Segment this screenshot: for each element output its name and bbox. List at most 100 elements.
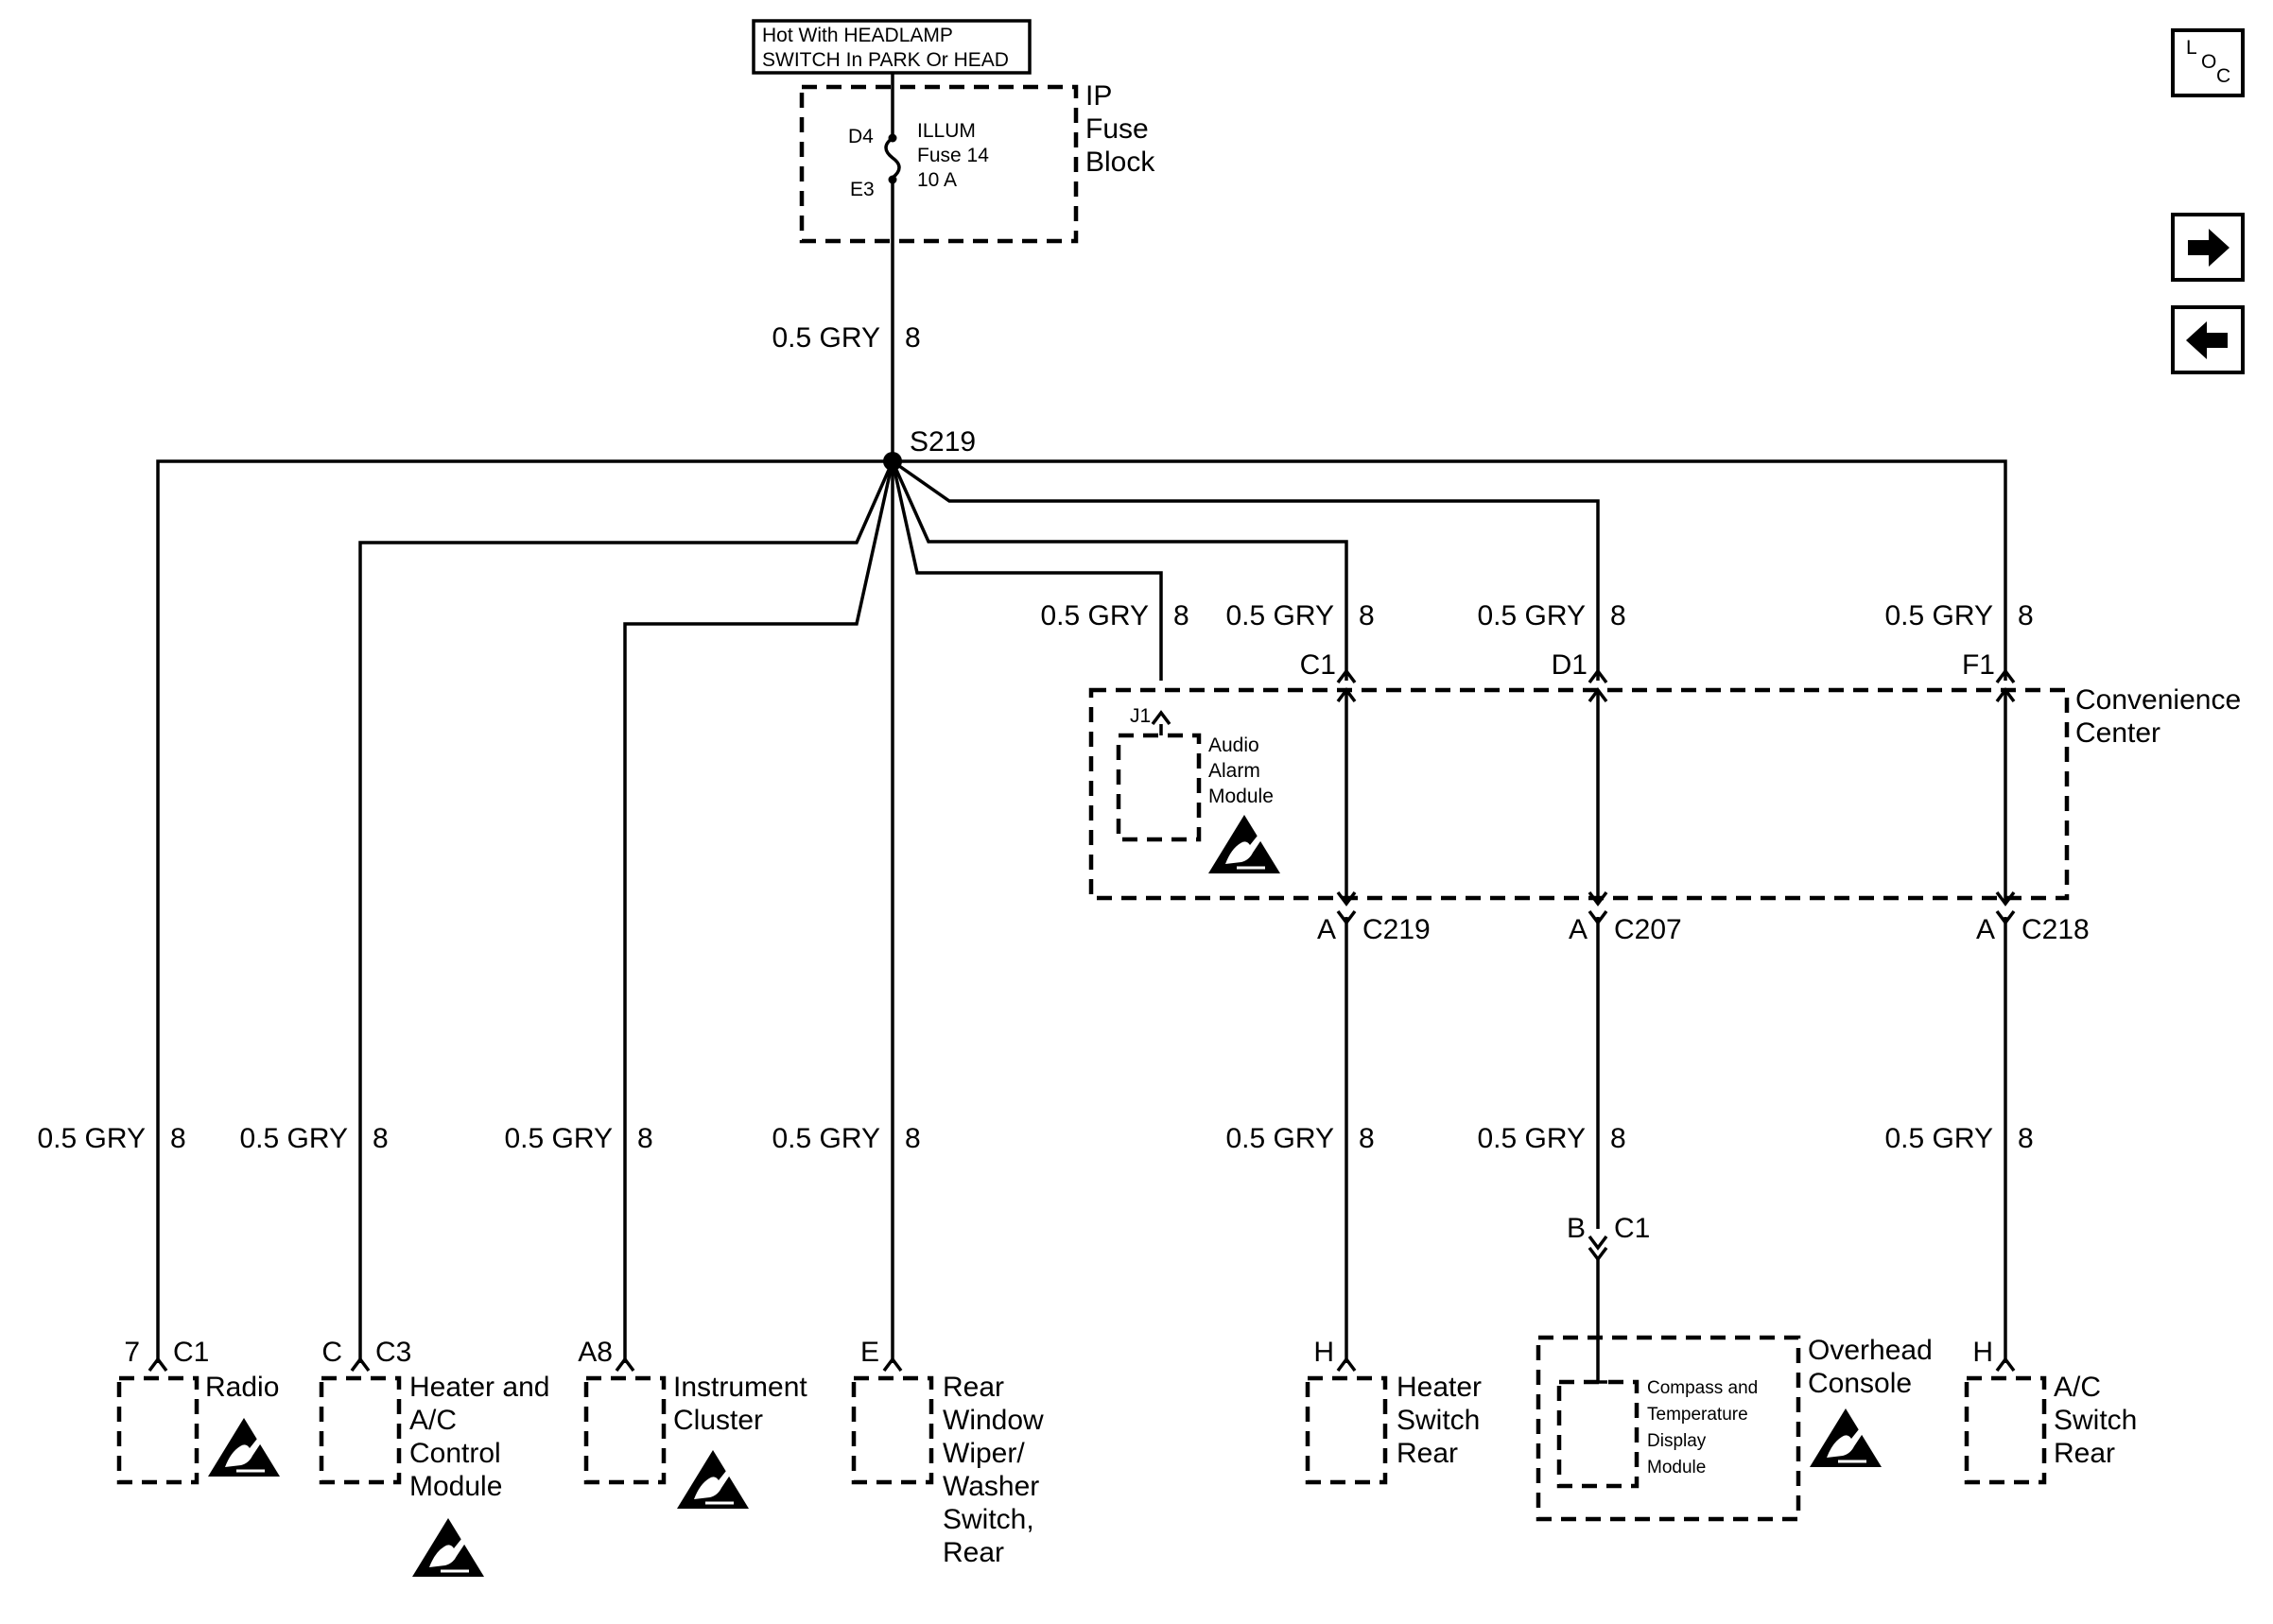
ip-fuse-block: IP Fuse Block bbox=[799, 80, 1155, 244]
location-button[interactable]: L O C bbox=[2171, 28, 2245, 97]
wire-label-overhead: 0.5 GRY 8 bbox=[1477, 1123, 1625, 1154]
svg-text:Fuse 14: Fuse 14 bbox=[917, 145, 989, 166]
svg-text:8: 8 bbox=[373, 1123, 389, 1154]
svg-text:SWITCH In PARK Or HEAD: SWITCH In PARK Or HEAD bbox=[762, 49, 1009, 71]
svg-text:8: 8 bbox=[1610, 600, 1626, 631]
svg-text:Rear: Rear bbox=[943, 1537, 1004, 1568]
svg-text:Convenience: Convenience bbox=[2075, 684, 2241, 716]
svg-text:A: A bbox=[1317, 914, 1336, 945]
svg-text:Rear: Rear bbox=[1397, 1438, 1458, 1469]
svg-text:0.5 GRY: 0.5 GRY bbox=[1225, 600, 1334, 631]
svg-text:Module: Module bbox=[409, 1471, 502, 1502]
esd-icon bbox=[410, 1516, 486, 1579]
wire-label-d1: 0.5 GRY 8 bbox=[1477, 600, 1625, 631]
svg-text:A8: A8 bbox=[578, 1337, 613, 1368]
svg-text:8: 8 bbox=[1173, 600, 1189, 631]
svg-text:8: 8 bbox=[905, 1123, 921, 1154]
svg-text:0.5 GRY: 0.5 GRY bbox=[504, 1123, 613, 1154]
svg-text:Heater: Heater bbox=[1397, 1372, 1482, 1403]
svg-text:8: 8 bbox=[905, 322, 921, 354]
svg-text:C218: C218 bbox=[2021, 914, 2090, 945]
svg-text:8: 8 bbox=[1359, 600, 1375, 631]
svg-text:8: 8 bbox=[2018, 600, 2034, 631]
esd-icon bbox=[1206, 813, 1282, 875]
svg-text:IP: IP bbox=[1085, 80, 1112, 112]
right-arrow-icon bbox=[2188, 229, 2230, 267]
svg-text:Rear: Rear bbox=[2054, 1438, 2115, 1469]
svg-text:C1: C1 bbox=[1614, 1213, 1650, 1244]
svg-text:H: H bbox=[1313, 1337, 1334, 1368]
heater-switch-rear: H Heater Switch Rear bbox=[1305, 1337, 1482, 1485]
forward-button[interactable] bbox=[2171, 213, 2245, 282]
svg-text:L: L bbox=[2186, 37, 2197, 59]
illum-fuse: D4 E3 ILLUM Fuse 14 10 A bbox=[848, 73, 989, 200]
svg-text:Console: Console bbox=[1808, 1368, 1912, 1399]
power-source-label: Hot With HEADLAMP SWITCH In PARK Or HEAD bbox=[752, 19, 1032, 75]
radio-component: 7 C1 Radio bbox=[116, 1337, 282, 1485]
svg-text:8: 8 bbox=[170, 1123, 186, 1154]
svg-text:Compass and: Compass and bbox=[1647, 1378, 1758, 1398]
splice-branches bbox=[156, 459, 2007, 1363]
svg-text:A: A bbox=[1976, 914, 1995, 945]
left-arrow-icon bbox=[2186, 321, 2228, 359]
svg-text:0.5 GRY: 0.5 GRY bbox=[37, 1123, 146, 1154]
compass-temperature-module: Compass and Temperature Display Module bbox=[1556, 1378, 1758, 1489]
convenience-passthrough-c1: C1 A C219 bbox=[1300, 649, 1431, 945]
svg-text:Temperature: Temperature bbox=[1647, 1405, 1748, 1425]
wire-label-cluster: 0.5 GRY 8 bbox=[504, 1123, 652, 1154]
svg-text:0.5 GRY: 0.5 GRY bbox=[1884, 600, 1993, 631]
svg-text:D4: D4 bbox=[848, 126, 874, 147]
wire-label-heater: 0.5 GRY 8 bbox=[1225, 1123, 1374, 1154]
wire-label-hvac: 0.5 GRY 8 bbox=[239, 1123, 388, 1154]
svg-text:8: 8 bbox=[1359, 1123, 1375, 1154]
svg-text:Heater and: Heater and bbox=[409, 1372, 549, 1403]
svg-text:C219: C219 bbox=[1362, 914, 1431, 945]
svg-text:Rear: Rear bbox=[943, 1372, 1004, 1403]
wire-label-radio: 0.5 GRY 8 bbox=[37, 1123, 185, 1154]
svg-text:Alarm: Alarm bbox=[1208, 760, 1260, 782]
svg-text:A: A bbox=[1569, 914, 1588, 945]
svg-text:S219: S219 bbox=[910, 426, 976, 458]
svg-text:Module: Module bbox=[1208, 786, 1274, 807]
svg-text:0.5 GRY: 0.5 GRY bbox=[239, 1123, 348, 1154]
svg-text:Block: Block bbox=[1085, 147, 1155, 178]
svg-text:Module: Module bbox=[1647, 1458, 1706, 1477]
rear-wiper-switch: E Rear Window Wiper/ Washer Switch, Rear bbox=[851, 1337, 1044, 1568]
svg-text:0.5 GRY: 0.5 GRY bbox=[1477, 1123, 1586, 1154]
svg-text:8: 8 bbox=[1610, 1123, 1626, 1154]
overhead-connector-c1: B C1 bbox=[1567, 1213, 1650, 1382]
svg-text:0.5 GRY: 0.5 GRY bbox=[1884, 1123, 1993, 1154]
ac-switch-rear: H A/C Switch Rear bbox=[1964, 1337, 2137, 1485]
svg-text:0.5 GRY: 0.5 GRY bbox=[772, 1123, 880, 1154]
svg-text:8: 8 bbox=[637, 1123, 653, 1154]
instrument-cluster: A8 Instrument Cluster bbox=[578, 1337, 807, 1511]
wire-label-wiper: 0.5 GRY 8 bbox=[772, 1123, 920, 1154]
svg-text:Control: Control bbox=[409, 1438, 501, 1469]
svg-text:0.5 GRY: 0.5 GRY bbox=[1477, 600, 1586, 631]
convenience-passthrough-f1: F1 A C218 bbox=[1962, 649, 2090, 945]
audio-alarm-module: J1 Audio Alarm Module bbox=[1116, 705, 1282, 875]
hvac-control-module: C C3 Heater and A/C Control Module bbox=[319, 1337, 549, 1579]
svg-text:Audio: Audio bbox=[1208, 734, 1259, 756]
back-button[interactable] bbox=[2171, 305, 2245, 374]
svg-text:C1: C1 bbox=[173, 1337, 209, 1368]
svg-text:C3: C3 bbox=[375, 1337, 411, 1368]
svg-text:C: C bbox=[2216, 65, 2230, 87]
svg-text:Fuse: Fuse bbox=[1085, 113, 1149, 145]
svg-text:Instrument: Instrument bbox=[673, 1372, 807, 1403]
svg-text:0.5 GRY: 0.5 GRY bbox=[772, 322, 880, 354]
svg-text:Cluster: Cluster bbox=[673, 1405, 763, 1436]
svg-text:0.5 GRY: 0.5 GRY bbox=[1040, 600, 1149, 631]
svg-text:Washer: Washer bbox=[943, 1471, 1039, 1502]
svg-text:E: E bbox=[860, 1337, 879, 1368]
overhead-console: Overhead Console bbox=[1536, 1335, 1933, 1522]
svg-text:E3: E3 bbox=[850, 179, 875, 200]
svg-text:Switch: Switch bbox=[2054, 1405, 2137, 1436]
svg-text:D1: D1 bbox=[1552, 649, 1588, 681]
esd-icon bbox=[675, 1448, 751, 1511]
convenience-center: Convenience Center bbox=[1088, 684, 2241, 901]
svg-text:8: 8 bbox=[2018, 1123, 2034, 1154]
svg-text:F1: F1 bbox=[1962, 649, 1995, 681]
svg-text:Radio: Radio bbox=[205, 1372, 279, 1403]
